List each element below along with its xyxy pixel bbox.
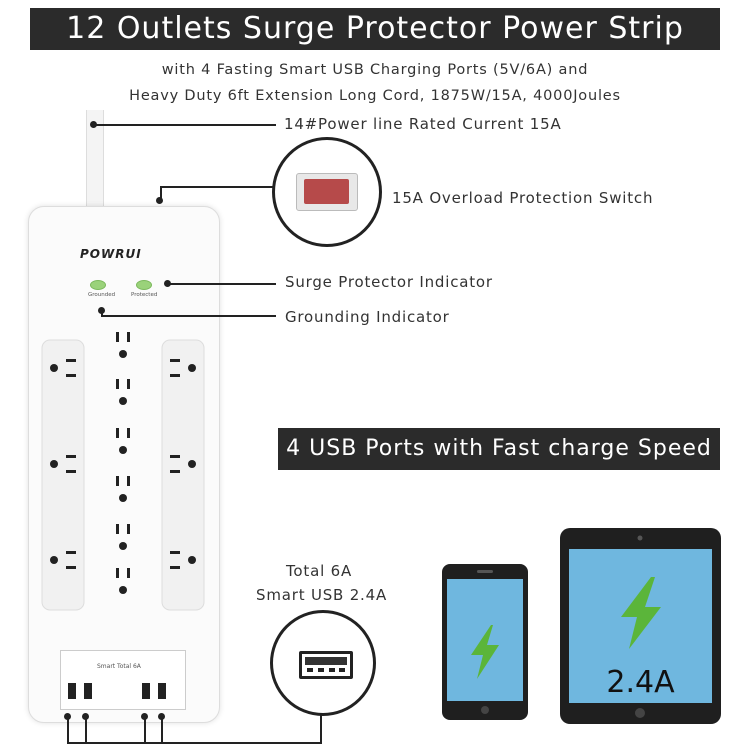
outlet-socket: [116, 428, 130, 454]
title-banner: 12 Outlets Surge Protector Power Strip: [30, 8, 720, 50]
power-cord: [86, 110, 104, 210]
surge-indicator-label: Surge Protector Indicator: [285, 273, 493, 291]
switch-label: 15A Overload Protection Switch: [392, 189, 654, 207]
callout-line: [144, 716, 146, 743]
callout-line: [101, 310, 103, 317]
usb-port-magnifier: [270, 610, 376, 716]
callout-dot: [90, 121, 97, 128]
callout-line: [85, 716, 87, 743]
page-title: 12 Outlets Surge Protector Power Strip: [66, 11, 684, 46]
lightning-bolt-icon: [621, 577, 661, 649]
callout-line: [67, 742, 321, 744]
tablet-amp-label: 2.4A: [606, 665, 675, 700]
overload-switch: [304, 179, 349, 204]
power-line-label: 14#Power line Rated Current 15A: [284, 115, 562, 133]
callout-line: [94, 124, 276, 126]
phone-speaker: [477, 570, 493, 573]
grounded-label: Grounded: [88, 292, 116, 298]
tablet-camera: [637, 535, 643, 541]
outlet-socket: [116, 332, 130, 358]
usb-port: [142, 683, 150, 699]
callout-dot: [164, 280, 171, 287]
usb-port: [158, 683, 166, 699]
subtitle-line-1: with 4 Fasting Smart USB Charging Ports …: [161, 62, 589, 78]
callout-line: [102, 315, 276, 317]
switch-housing: [296, 173, 358, 211]
tablet-home-button: [635, 708, 645, 718]
protected-label: Protected: [131, 292, 158, 298]
usb-banner: 4 USB Ports with Fast charge Speed: [278, 428, 720, 470]
callout-line: [168, 283, 276, 285]
usb-port: [68, 683, 76, 699]
subtitle-line-2: Heavy Duty 6ft Extension Long Cord, 1875…: [129, 88, 621, 104]
callout-line: [161, 716, 163, 743]
outlet-socket: [116, 476, 130, 502]
grounded-led: [90, 280, 106, 290]
outlet-socket: [116, 568, 130, 594]
tablet-illustration: [560, 528, 721, 724]
lightning-bolt-icon: [471, 625, 499, 679]
outlet-socket: [116, 524, 130, 550]
usb-panel-label: Smart Total 6A: [97, 663, 141, 670]
usb-port: [84, 683, 92, 699]
grounding-indicator-label: Grounding Indicator: [285, 308, 450, 326]
callout-line: [320, 706, 322, 744]
usb-total-label: Total 6A: [286, 562, 353, 580]
phone-illustration: [442, 564, 528, 720]
callout-line: [160, 187, 162, 201]
brand-logo: POWRUI: [80, 247, 142, 261]
usb-smart-label: Smart USB 2.4A: [256, 586, 388, 604]
callout-line: [160, 186, 276, 188]
usb-port-enlarged: [299, 651, 353, 679]
outlet-array: [41, 332, 205, 611]
callout-line: [67, 716, 69, 743]
callout-dot: [156, 197, 163, 204]
phone-home-button: [481, 706, 489, 714]
switch-magnifier: [272, 137, 382, 247]
protected-led: [136, 280, 152, 290]
usb-port-contacts: [305, 657, 347, 665]
usb-banner-text: 4 USB Ports with Fast charge Speed: [286, 436, 712, 461]
strip-usb-panel: [60, 650, 186, 710]
outlet-socket: [116, 379, 130, 405]
